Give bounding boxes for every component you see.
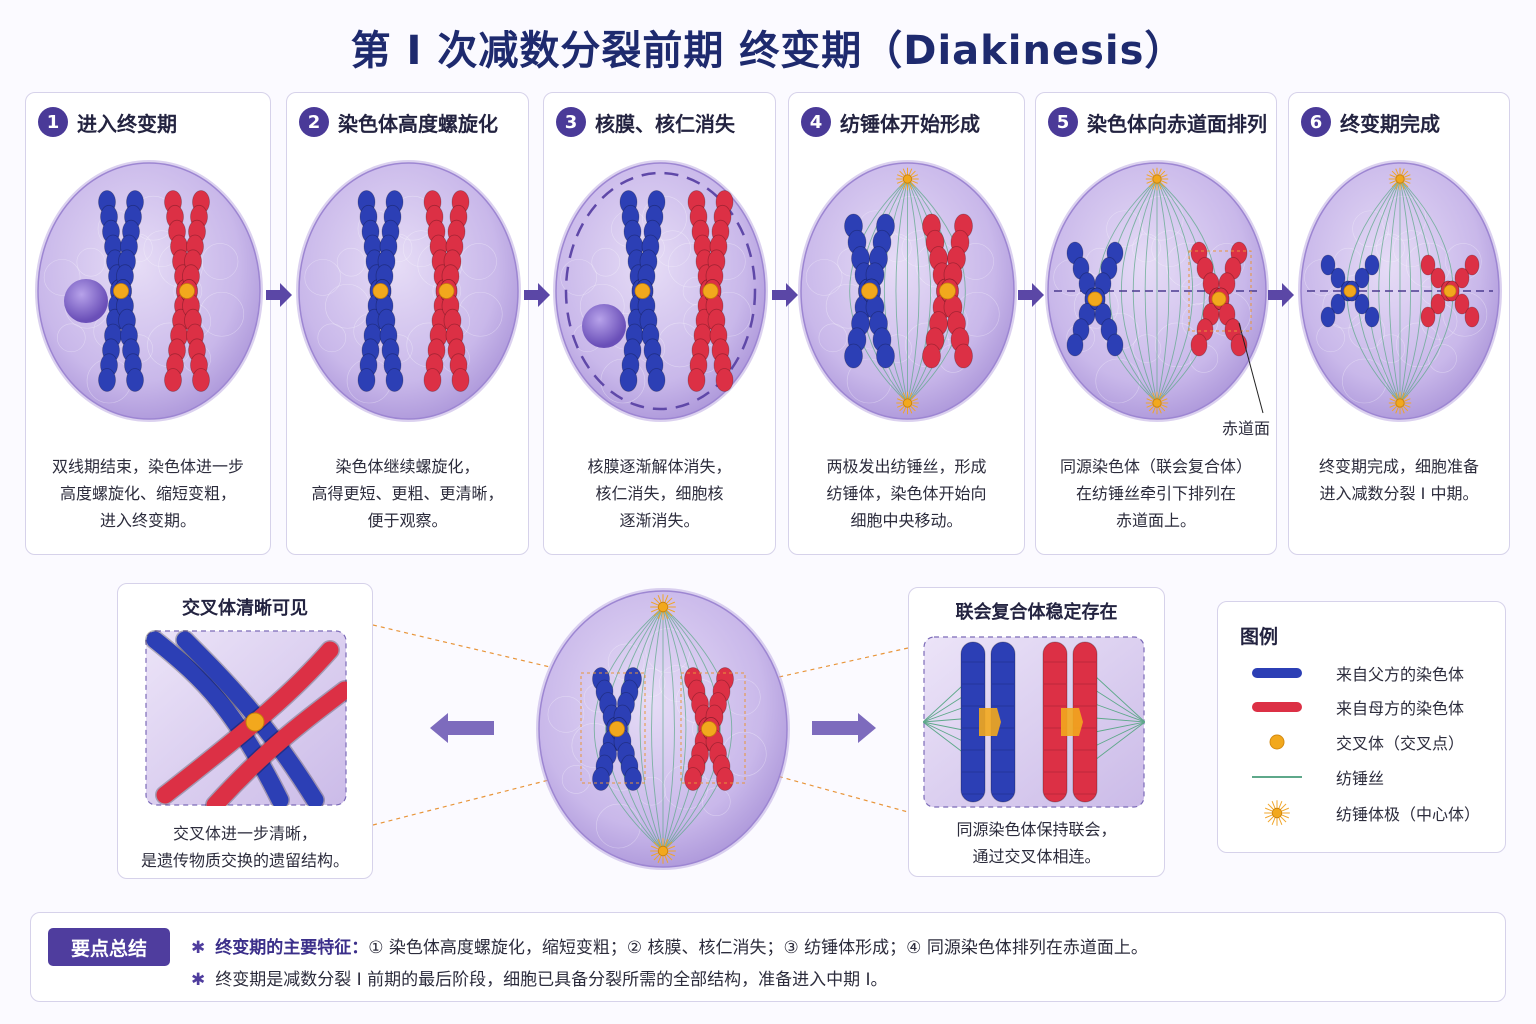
step-number-badge: 3 bbox=[556, 107, 586, 137]
step-number-badge: 5 bbox=[1048, 107, 1078, 137]
step-title: 终变期完成 bbox=[1340, 111, 1440, 136]
orange-dot-icon bbox=[1269, 734, 1285, 750]
step-card-2: 2 染色体高度螺旋化 染色体继续螺旋化，高得更短、更粗、更清晰，便于观察。 bbox=[286, 92, 529, 555]
equator-label: 赤道面 bbox=[1222, 419, 1271, 438]
zoom-title: 交叉体清晰可见 bbox=[182, 598, 308, 619]
summary-line-2: ✱终变期是减数分裂 I 前期的最后阶段，细胞已具备分裂所需的全部结构，准备进入中… bbox=[191, 970, 888, 990]
step-description: 双线期结束，染色体进一步高度螺旋化、缩短变粗，进入终变期。 bbox=[51, 457, 244, 530]
chiasma-closeup bbox=[145, 630, 347, 806]
legend-item-chiasma: 交叉体（交叉点） bbox=[1246, 729, 1464, 755]
arrow-right-icon bbox=[1268, 283, 1294, 307]
step-card-1: 1 进入终变期 双线期结束，染色体进一步高度螺旋化、缩短变粗，进入终变期。 bbox=[25, 92, 271, 555]
step-description: 同源染色体（联会复合体）在纺锤丝牵引下排列在赤道面上。 bbox=[1059, 457, 1252, 530]
cell-illustration-step-2 bbox=[296, 160, 521, 422]
step-description: 终变期完成，细胞准备进入减数分裂 I 中期。 bbox=[1318, 457, 1479, 503]
step-number-badge: 4 bbox=[801, 107, 831, 137]
legend-item-maternal: 来自母方的染色体 bbox=[1246, 694, 1464, 720]
step-title: 核膜、核仁消失 bbox=[595, 111, 735, 136]
cell-illustration-step-4 bbox=[798, 160, 1017, 422]
step-card-3: 3 核膜、核仁消失 核膜逐渐解体消失，核仁消失，细胞核逐渐消失。 bbox=[543, 92, 776, 555]
page-title: 第 I 次减数分裂前期 终变期（Diakinesis） bbox=[350, 28, 1186, 74]
zoom-description: 交叉体进一步清晰，是遗传物质交换的遗留结构。 bbox=[140, 824, 349, 870]
zoom-card-chiasma: 交叉体清晰可见 交叉体进一步清晰，是遗传物质交换的遗留结构。 bbox=[117, 583, 373, 879]
zoom-description: 同源染色体保持联会，通过交叉体相连。 bbox=[956, 820, 1117, 866]
legend-title: 图例 bbox=[1240, 626, 1279, 648]
star-icon: ✱ bbox=[191, 970, 206, 990]
step-title: 纺锤体开始形成 bbox=[840, 111, 980, 136]
step-description: 染色体继续螺旋化，高得更短、更粗、更清晰，便于观察。 bbox=[311, 457, 504, 530]
sun-icon bbox=[1264, 800, 1290, 826]
zoom-title: 联会复合体稳定存在 bbox=[955, 602, 1118, 623]
step-description: 核膜逐渐解体消失，核仁消失，细胞核逐渐消失。 bbox=[587, 457, 732, 530]
arrow-right-icon bbox=[812, 713, 876, 743]
arrow-right-icon bbox=[266, 283, 292, 307]
step-number-badge: 6 bbox=[1301, 107, 1331, 137]
green-line-icon bbox=[1252, 776, 1302, 778]
arrow-right-icon bbox=[1018, 283, 1044, 307]
cell-illustration-step-3 bbox=[553, 160, 768, 422]
arrow-right-icon bbox=[772, 283, 798, 307]
step-title: 染色体向赤道面排列 bbox=[1087, 111, 1267, 136]
synapsis-closeup bbox=[923, 636, 1145, 808]
legend-item-pole: 纺锤体极（中心体） bbox=[1246, 800, 1480, 826]
star-icon: ✱ bbox=[191, 938, 206, 958]
arrow-left-icon bbox=[430, 713, 494, 743]
step-number-badge: 1 bbox=[38, 107, 68, 137]
summary-line-1: ✱终变期的主要特征：① 染色体高度螺旋化，缩短变粗；② 核膜、核仁消失；③ 纺锤… bbox=[191, 938, 1148, 958]
step-card-6: 6 终变期完成 终变期完成，细胞准备进入减数分裂 I 中期。 bbox=[1288, 92, 1510, 555]
legend-item-paternal: 来自父方的染色体 bbox=[1246, 660, 1464, 686]
blue-bar-icon bbox=[1252, 668, 1302, 678]
summary-box: 要点总结 ✱终变期的主要特征：① 染色体高度螺旋化，缩短变粗；② 核膜、核仁消失… bbox=[30, 912, 1506, 1002]
arrow-right-icon bbox=[524, 283, 550, 307]
step-title: 染色体高度螺旋化 bbox=[338, 111, 498, 136]
zoom-card-synapsis: 联会复合体稳定存在 同源染色体保持联会，通过交叉体相连。 bbox=[908, 587, 1165, 877]
step-number-badge: 2 bbox=[299, 107, 329, 137]
legend: 图例 来自父方的染色体 来自母方的染色体 交叉体（交叉点） 纺锤丝 纺锤体极（中… bbox=[1217, 601, 1506, 853]
cell-illustration-step-5 bbox=[1045, 160, 1269, 422]
cell-illustration-step-6 bbox=[1298, 160, 1502, 422]
step-description: 两极发出纺锤丝，形成纺锤体，染色体开始向细胞中央移动。 bbox=[826, 457, 987, 530]
summary-badge: 要点总结 bbox=[48, 928, 170, 966]
step-card-4: 4 纺锤体开始形成 两极发出纺锤丝，形成纺锤体，染色体开始向细胞中央移动。 bbox=[788, 92, 1025, 555]
cell-illustration-step-1 bbox=[35, 160, 263, 422]
central-cell-illustration bbox=[536, 588, 790, 870]
step-card-5: 5 染色体向赤道面排列 赤道面 同源染色体（联会复合体）在纺锤丝牵引下排列在赤道面… bbox=[1035, 92, 1277, 555]
legend-item-spindle: 纺锤丝 bbox=[1246, 764, 1384, 790]
step-title: 进入终变期 bbox=[77, 111, 177, 136]
red-bar-icon bbox=[1252, 702, 1302, 712]
